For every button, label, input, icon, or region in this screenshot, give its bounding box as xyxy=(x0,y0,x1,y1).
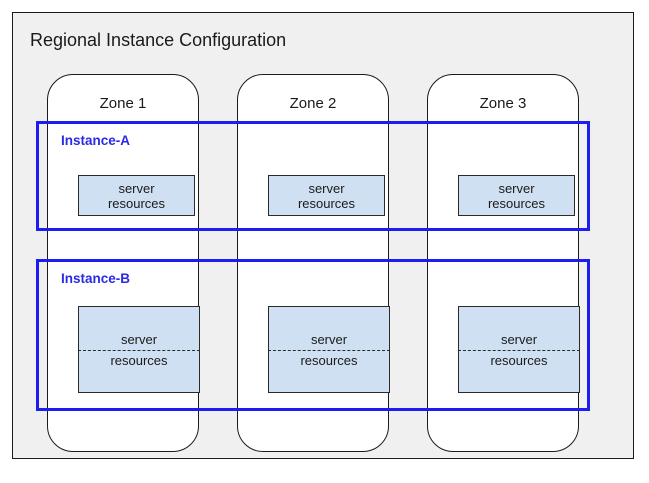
server-resources-box-a2[interactable]: server resources xyxy=(268,175,385,216)
server-resources-box-b3[interactable]: server resources xyxy=(458,306,580,393)
server-box-line-2: resources xyxy=(487,195,546,211)
server-box-line-1: server xyxy=(500,331,538,347)
zone-label-1: Zone 1 xyxy=(99,95,147,112)
instance-band-b[interactable]: Instance-B server resources server resou… xyxy=(36,259,590,411)
server-box-line-2: resources xyxy=(300,352,358,368)
server-resources-box-a1[interactable]: server resources xyxy=(78,175,195,216)
instance-band-a[interactable]: Instance-A server resources server resou… xyxy=(36,121,590,231)
server-box-line-2: resources xyxy=(107,195,166,211)
server-box-line-2: resources xyxy=(297,195,356,211)
instance-a-label: Instance-A xyxy=(61,133,131,148)
server-resources-box-b1[interactable]: server resources xyxy=(78,306,200,393)
dashed-divider xyxy=(78,349,200,351)
server-resources-box-b2[interactable]: server resources xyxy=(268,306,390,393)
dashed-divider xyxy=(458,349,580,351)
zone-label-3: Zone 3 xyxy=(479,95,527,112)
dashed-divider xyxy=(268,349,390,351)
server-box-line-1: server xyxy=(308,180,345,196)
server-resources-box-a3[interactable]: server resources xyxy=(458,175,575,216)
server-box-line-2: resources xyxy=(110,352,168,368)
page-title: Regional Instance Configuration xyxy=(30,30,287,50)
server-box-line-1: server xyxy=(120,331,158,347)
zone-label-2: Zone 2 xyxy=(289,95,337,112)
region-frame: Regional Instance Configuration Zone 1 Z… xyxy=(12,12,634,459)
instance-b-label: Instance-B xyxy=(61,271,131,286)
server-box-line-1: server xyxy=(118,180,155,196)
server-box-line-1: server xyxy=(498,180,535,196)
server-box-line-2: resources xyxy=(490,352,548,368)
server-box-line-1: server xyxy=(310,331,348,347)
